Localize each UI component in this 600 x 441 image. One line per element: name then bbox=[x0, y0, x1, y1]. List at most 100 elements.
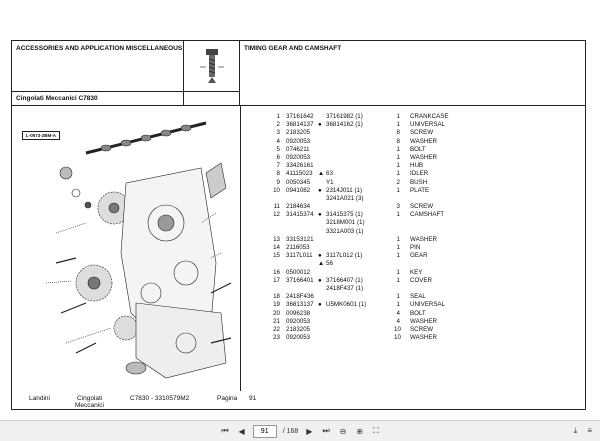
part-number: 37166401 bbox=[286, 276, 314, 284]
part-ref-no: 6 bbox=[276, 153, 280, 161]
part-number: 0920053 bbox=[286, 137, 311, 145]
part-quantity: 3 bbox=[396, 203, 400, 211]
fit-page-icon[interactable]: ⛶ bbox=[373, 426, 379, 435]
part-number: 31415374 bbox=[286, 211, 314, 219]
part-number: 2183205 bbox=[286, 325, 311, 333]
alternate-part: 3218M001 (1) bbox=[326, 219, 365, 227]
part-number: 33426161 bbox=[286, 162, 314, 170]
supersession-symbol: ● bbox=[318, 252, 322, 260]
part-description: CAMSHAFT bbox=[410, 211, 445, 219]
prev-page-icon[interactable]: ◀ bbox=[238, 426, 245, 436]
part-ref-no: 9 bbox=[276, 178, 280, 186]
alternate-part: 3117L012 (1) bbox=[326, 252, 363, 260]
last-page-icon[interactable]: ⏭ bbox=[322, 426, 330, 435]
exploded-diagram bbox=[45, 121, 232, 379]
part-quantity: 1 bbox=[396, 252, 400, 260]
part-number: 33153121 bbox=[286, 235, 314, 243]
part-description: GEAR bbox=[410, 252, 428, 260]
header-left-title: ACCESSORIES AND APPLICATION MISCELLANEOU… bbox=[16, 45, 183, 52]
part-number: 0920053 bbox=[286, 317, 311, 325]
menu-icon[interactable]: ≡ bbox=[587, 426, 592, 435]
part-number: 41115023 bbox=[286, 170, 313, 178]
alternate-part: 37166407 (1) bbox=[326, 276, 363, 284]
part-description: SCREW bbox=[410, 325, 434, 333]
part-ref-no: 7 bbox=[276, 162, 280, 170]
part-ref-no: 5 bbox=[276, 145, 280, 153]
part-description: WASHER bbox=[410, 334, 437, 342]
part-quantity: 1 bbox=[396, 121, 400, 129]
part-quantity: 10 bbox=[394, 334, 401, 342]
part-quantity: 1 bbox=[396, 162, 400, 170]
zoom-in-icon[interactable]: ⊕ bbox=[356, 426, 364, 436]
supersession-symbol: ▲ bbox=[318, 260, 325, 268]
part-quantity: 1 bbox=[396, 211, 400, 219]
part-number: 3117L011 bbox=[286, 252, 313, 260]
footer-series-line1: Cingolati bbox=[77, 395, 103, 402]
part-number: 0096238 bbox=[286, 309, 311, 317]
alternate-part: 31415375 (1) bbox=[326, 211, 363, 219]
part-description: WASHER bbox=[410, 153, 437, 161]
header-right-title: TIMING GEAR AND CAMSHAFT bbox=[244, 45, 342, 52]
part-number: 36814137 bbox=[286, 121, 314, 129]
column-divider bbox=[240, 106, 241, 391]
part-description: WASHER bbox=[410, 137, 437, 145]
footer-series-line2: Meccanici bbox=[75, 402, 104, 409]
part-description: KEY bbox=[410, 268, 423, 276]
part-description: BOLT bbox=[410, 145, 426, 153]
header-left-title-cell: ACCESSORIES AND APPLICATION MISCELLANEOU… bbox=[12, 41, 184, 106]
part-quantity: 1 bbox=[396, 244, 400, 251]
part-ref-no: 2 bbox=[276, 121, 280, 129]
download-icon[interactable]: ⤓ bbox=[573, 426, 578, 435]
part-number: 0941082 bbox=[286, 186, 311, 194]
part-description: HUB bbox=[410, 162, 424, 170]
part-ref-no: 13 bbox=[273, 235, 280, 243]
alternate-part: 2418F437 (1) bbox=[326, 284, 364, 292]
part-description: PIN bbox=[410, 244, 421, 251]
part-ref-no: 8 bbox=[276, 170, 280, 178]
zoom-out-icon[interactable]: ⊖ bbox=[339, 426, 347, 436]
part-description: IDLER bbox=[410, 170, 429, 178]
part-description: BOLT bbox=[410, 309, 426, 317]
part-ref-no: 17 bbox=[273, 276, 280, 284]
part-quantity: 10 bbox=[394, 325, 401, 333]
part-ref-no: 23 bbox=[273, 334, 280, 342]
part-description: SEAL bbox=[410, 293, 426, 301]
supersession-symbol: ● bbox=[318, 301, 322, 309]
part-ref-no: 21 bbox=[273, 317, 280, 325]
part-ref-no: 11 bbox=[273, 203, 280, 211]
part-ref-no: 16 bbox=[273, 268, 280, 276]
part-ref-no: 4 bbox=[276, 137, 280, 145]
part-quantity: 1 bbox=[396, 186, 400, 194]
supersession-symbol: ● bbox=[318, 211, 322, 219]
alternate-part: 37161982 (1) bbox=[326, 113, 363, 120]
part-number: 0050345 bbox=[286, 178, 311, 186]
part-description: SCREW bbox=[410, 203, 434, 211]
part-quantity: 4 bbox=[396, 317, 400, 325]
next-page-icon[interactable]: ▶ bbox=[306, 426, 313, 436]
footer-page-number: 91 bbox=[249, 395, 257, 402]
supersession-symbol: ▲ bbox=[318, 170, 325, 178]
part-quantity: 1 bbox=[396, 145, 400, 153]
part-ref-no: 20 bbox=[273, 309, 280, 317]
part-description: UNIVERSAL bbox=[410, 301, 446, 309]
part-quantity: 2 bbox=[396, 178, 400, 186]
alternate-part: 56 bbox=[326, 260, 333, 268]
page-number-input[interactable] bbox=[252, 424, 277, 438]
alternate-part: U5MK0601 (1) bbox=[326, 301, 367, 309]
footer-brand: Landini bbox=[29, 395, 50, 402]
header-left-section: ACCESSORIES AND APPLICATION MISCELLANEOU… bbox=[12, 41, 240, 106]
part-quantity: 1 bbox=[396, 268, 400, 276]
supersession-symbol: ● bbox=[318, 276, 322, 284]
part-number: 36813137 bbox=[286, 301, 314, 309]
part-number: 0920053 bbox=[286, 153, 311, 161]
diagram-ref-code: L-0573-2BM-A bbox=[22, 131, 61, 140]
part-number: 2184634 bbox=[286, 203, 311, 211]
part-description: SCREW bbox=[410, 129, 434, 137]
first-page-icon[interactable]: ⏮ bbox=[221, 426, 229, 435]
part-ref-no: 22 bbox=[273, 325, 280, 333]
part-description: WASHER bbox=[410, 235, 437, 243]
screw-icon bbox=[200, 49, 224, 83]
alternate-part: 36814162 (1) bbox=[326, 121, 363, 129]
part-description: WASHER bbox=[410, 317, 437, 325]
catalog-sheet: ACCESSORIES AND APPLICATION MISCELLANEOU… bbox=[11, 40, 586, 410]
